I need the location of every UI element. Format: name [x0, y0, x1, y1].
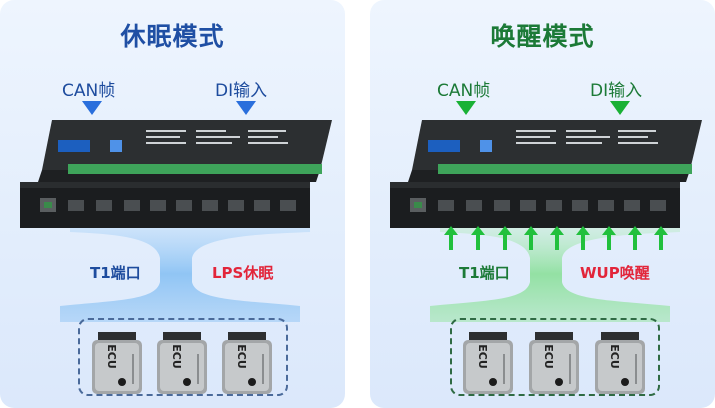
ecu-group — [450, 318, 660, 396]
t1-port-label: T1端口 — [459, 264, 510, 282]
ecu-module-3 — [595, 332, 645, 394]
can-down-arrow-icon — [456, 101, 476, 115]
t1-port-label: T1端口 — [90, 264, 141, 282]
wake-up-arrow-icon — [498, 226, 512, 250]
can-frame-label: CAN帧 — [62, 81, 116, 101]
ecu-module-1 — [92, 332, 142, 394]
di-down-arrow-icon — [236, 101, 256, 115]
automotive-ethernet-switch — [20, 112, 332, 232]
ecu-label-3: ECU — [234, 344, 248, 369]
wake-up-arrow-icon — [654, 226, 668, 250]
wake-up-arrow-icon — [471, 226, 485, 250]
wake-up-arrow-icon — [444, 226, 458, 250]
ecu-label-2: ECU — [169, 344, 183, 369]
di-down-arrow-icon — [610, 101, 630, 115]
ecu-group — [78, 318, 288, 396]
ecu-module-1 — [463, 332, 513, 394]
sleep-mode-panel: 休眠模式 CAN帧 DI输入 — [0, 0, 345, 408]
ecu-label-1: ECU — [475, 344, 489, 369]
can-frame-label: CAN帧 — [437, 81, 491, 101]
ecu-module-2 — [529, 332, 579, 394]
can-down-arrow-icon — [82, 101, 102, 115]
sleep-flow-shape — [60, 226, 310, 322]
wake-up-arrow-icon — [550, 226, 564, 250]
di-input-label: DI输入 — [215, 81, 268, 101]
ecu-label-2: ECU — [541, 344, 555, 369]
wake-flow-shape — [430, 226, 680, 322]
wake-up-arrow-icon — [524, 226, 538, 250]
ecu-module-2 — [157, 332, 207, 394]
wake-up-arrow-icon — [602, 226, 616, 250]
lps-sleep-label: LPS休眠 — [212, 264, 274, 282]
wup-wake-label: WUP唤醒 — [580, 264, 650, 282]
sleep-mode-title: 休眠模式 — [120, 22, 225, 51]
ecu-module-3 — [222, 332, 272, 394]
ecu-label-3: ECU — [607, 344, 621, 369]
di-input-label: DI输入 — [590, 81, 643, 101]
wake-up-arrow-icon — [576, 226, 590, 250]
wake-mode-title: 唤醒模式 — [490, 22, 595, 51]
automotive-ethernet-switch — [390, 112, 702, 232]
wake-up-arrow-icon — [628, 226, 642, 250]
wake-mode-panel: 唤醒模式 CAN帧 DI输入 — [370, 0, 715, 408]
ecu-label-1: ECU — [104, 344, 118, 369]
